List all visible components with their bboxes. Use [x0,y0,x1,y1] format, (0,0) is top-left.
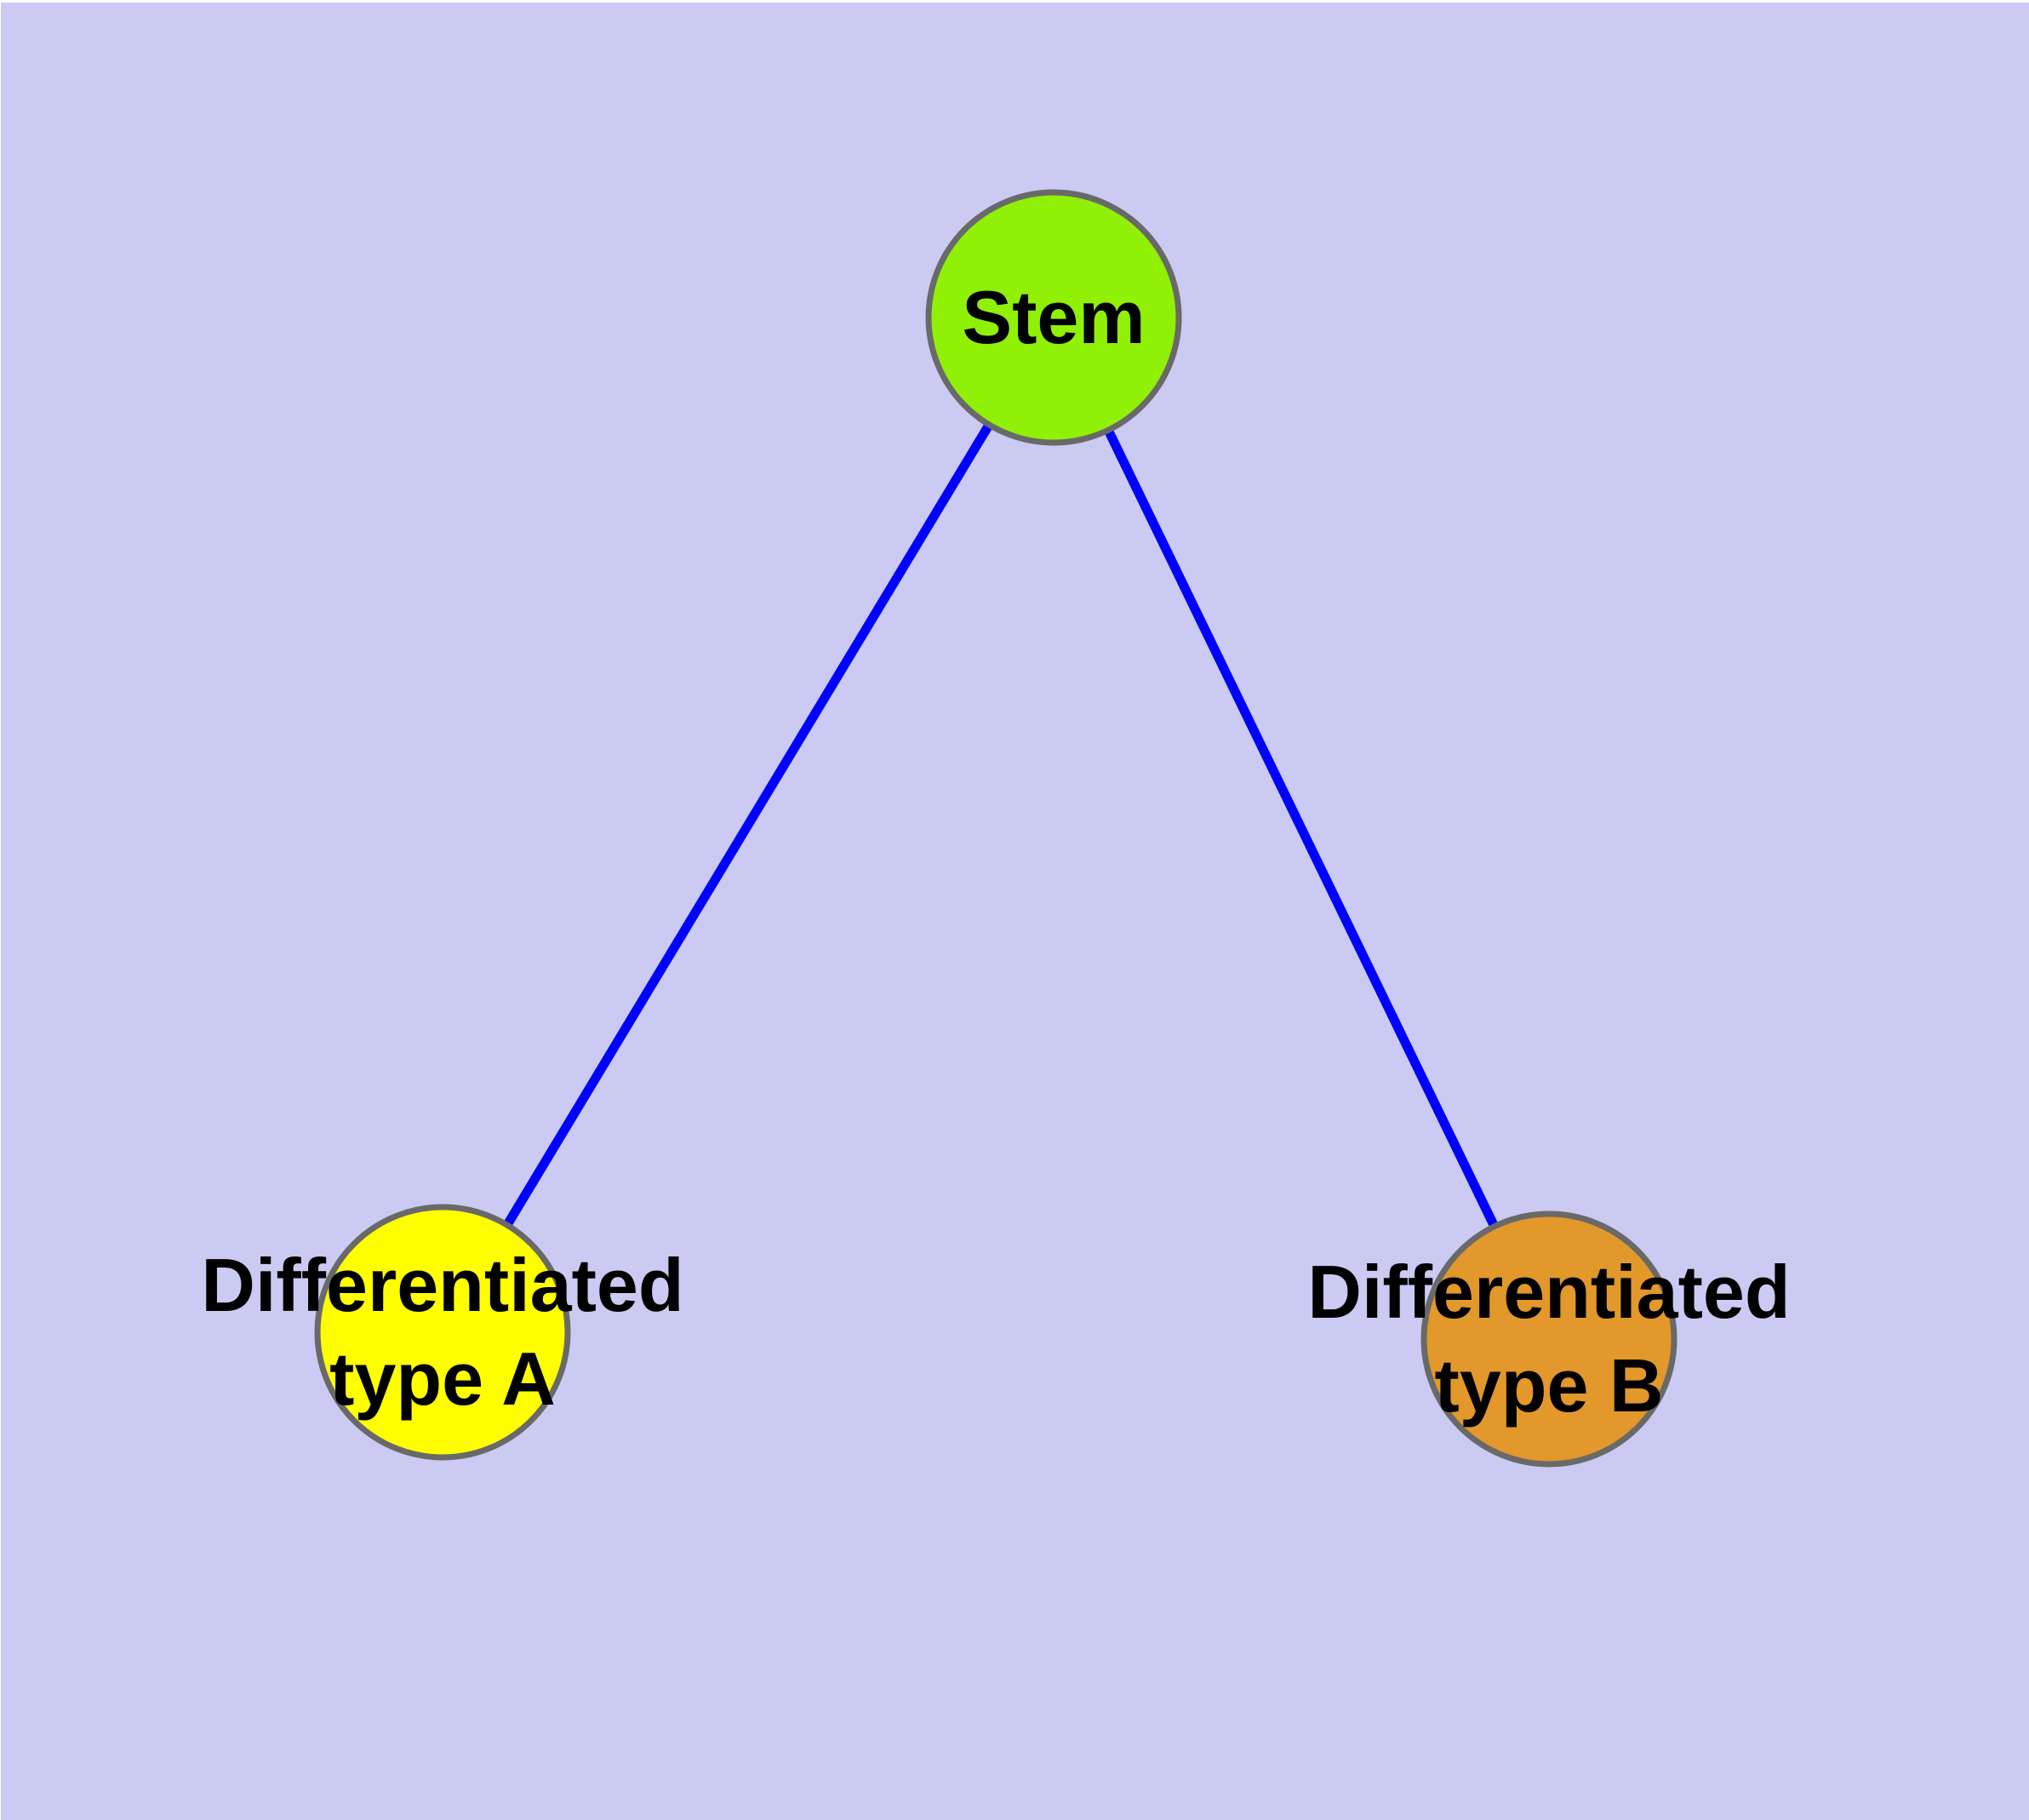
node-label-type-b: Differentiated type B [1307,1245,1790,1433]
node-label-line: Differentiated [201,1243,684,1327]
node-label-line: type B [1434,1343,1664,1428]
edges-layer [438,315,1553,1342]
node-label-line: Differentiated [1307,1250,1791,1334]
edge-stem-to-type-b [1049,315,1553,1342]
node-label-stem: Stem [962,271,1145,364]
node-label-line: type A [329,1336,556,1421]
node-type-b-circle [1420,1210,1677,1468]
node-label-line: Stem [962,275,1146,359]
nodes-layer [314,189,1677,1468]
node-type-a-circle [314,1204,571,1461]
node-label-type-a: Differentiated type A [201,1239,683,1426]
edge-stem-to-type-a [438,315,1058,1335]
node-stem-circle [925,189,1182,446]
